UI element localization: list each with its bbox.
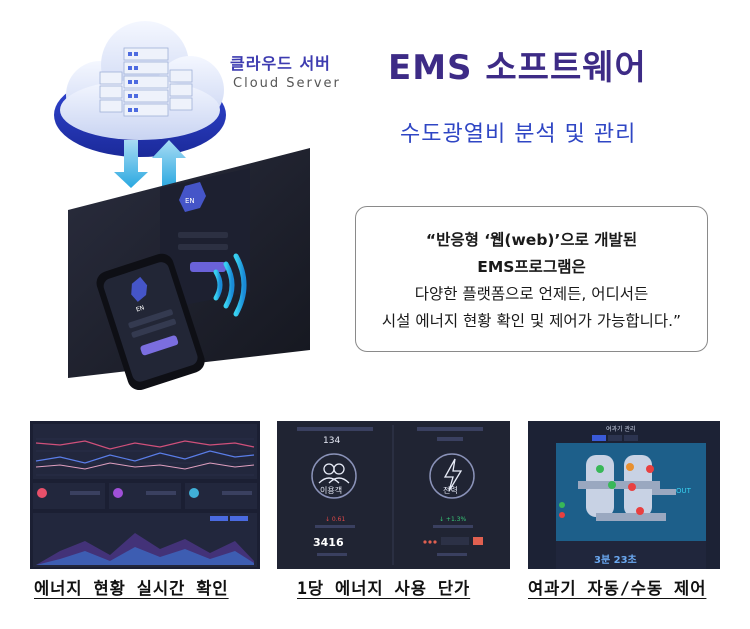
quote-line: “반응형 ‘웹(web)’으로 개발된 [425, 231, 638, 249]
page-title: EMS 소프트웨어 [388, 48, 647, 88]
wireless-signal-icon [213, 253, 247, 317]
quote-line: 시설 에너지 현황 확인 및 제어가 가능합니다.” [381, 312, 682, 330]
sync-arrows-icon [114, 140, 186, 188]
cloud-server-label: 클라우드 서버 [230, 54, 331, 73]
page-subtitle: 수도광열비 분석 및 관리 [400, 122, 637, 147]
visitor-label: 이용객 [320, 485, 342, 495]
smartphone: EN [96, 253, 205, 390]
thumbnail-realtime-dashboard [30, 421, 260, 569]
hero-illustration: EN EN [54, 21, 310, 390]
power-change: ↓ +1.3% [439, 516, 467, 523]
filter-panel-header: 여과기 관리 [606, 425, 636, 433]
visitor-count: 134 [323, 436, 340, 446]
laptop-logo: EN [185, 197, 195, 205]
phone-logo: EN [135, 304, 145, 313]
cloud-server-icon [54, 21, 226, 157]
quote-line: 다양한 플랫폼으로 언제든, 어디서든 [414, 285, 649, 303]
cloud-server-label-en: Cloud Server [233, 76, 341, 91]
visitor-unit-value: 3416 [313, 536, 344, 549]
caption-filter-control: 여과기 자동/수동 제어 [528, 579, 707, 598]
lightning-icon [443, 458, 463, 492]
thumbnail-unit-cost: 134 이용객 ↓ 0.61 3416 전력 ↓ +1.3% [277, 421, 510, 569]
filter-timer: 3분 23초 [594, 553, 637, 566]
visitor-change: ↓ 0.61 [325, 516, 345, 523]
power-label: 전력 [443, 485, 458, 495]
caption-unit-cost: 1당 에너지 사용 단가 [297, 579, 471, 598]
out-label: OUT [676, 487, 692, 495]
quote-line: EMS프로그램은 [477, 258, 586, 276]
filter-tank-diagram [559, 455, 676, 521]
feature-quote-box: “반응형 ‘웹(web)’으로 개발된 EMS프로그램은 다양한 플랫폼으로 언… [355, 206, 708, 352]
users-icon [318, 463, 350, 484]
thumbnail-filter-control: 여과기 관리 OUT 3분 23초 [528, 421, 720, 569]
caption-realtime: 에너지 현황 실시간 확인 [34, 579, 229, 598]
